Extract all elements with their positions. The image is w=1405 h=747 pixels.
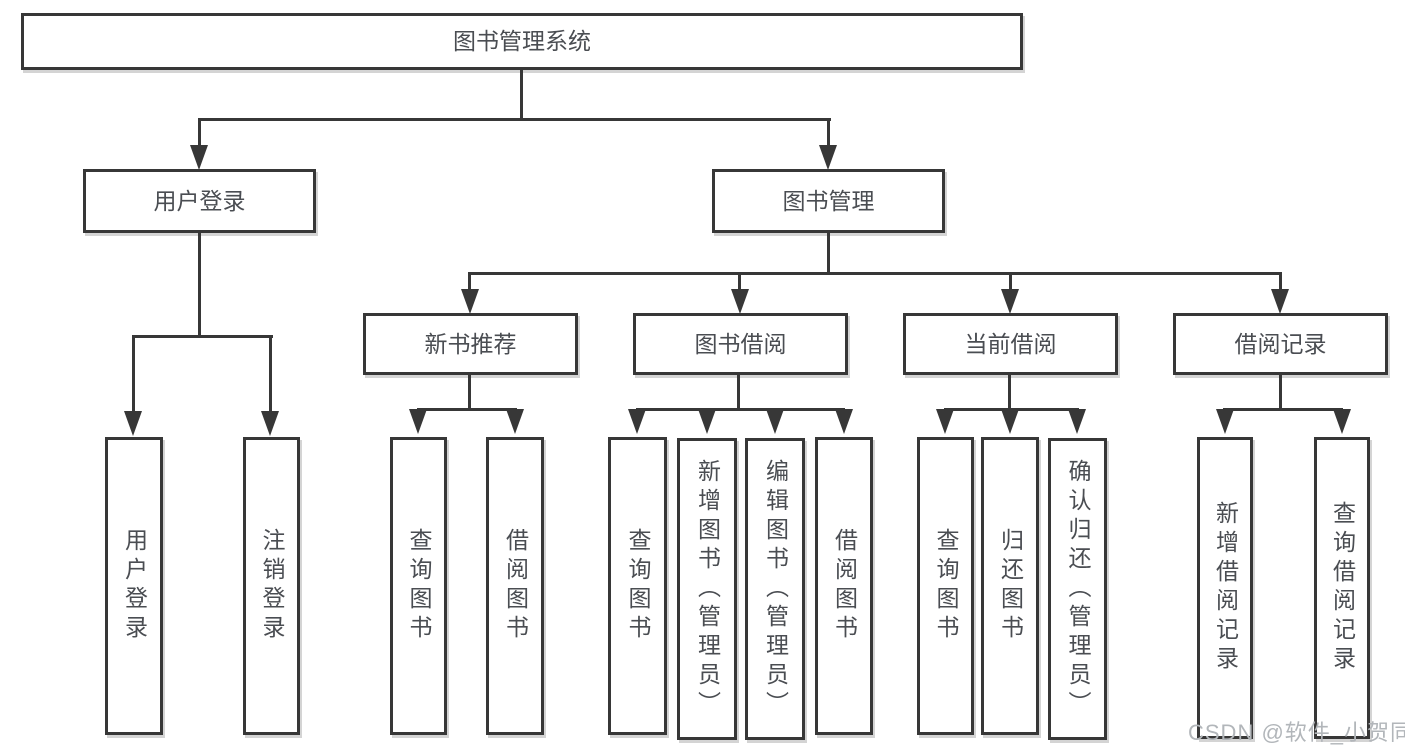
arrow-down-icon <box>1001 289 1019 314</box>
leaf-add-books-admin: 新增图书（管理员） <box>677 438 737 740</box>
connector-stem <box>738 272 741 292</box>
connector-stem <box>1008 375 1011 408</box>
leaf-query-books-current: 查询图书 <box>917 437 974 735</box>
node-label: 确认归还（管理员） <box>1065 458 1091 720</box>
arrow-down-icon <box>124 411 142 436</box>
arrow-down-icon <box>819 145 837 170</box>
arrow-down-icon <box>190 145 208 170</box>
leaf-borrow-books-recommend: 借阅图书 <box>486 437 544 735</box>
node-label: 新增借阅记录 <box>1212 501 1239 675</box>
node-label: 图书借阅 <box>694 330 787 357</box>
node-current-borrow: 当前借阅 <box>903 313 1118 375</box>
node-label: 查询借阅记录 <box>1329 501 1356 675</box>
connector-stem <box>737 375 740 408</box>
arrow-down-icon <box>1271 289 1289 314</box>
connector-stem <box>198 118 201 148</box>
node-label: 借阅图书 <box>502 528 529 644</box>
arrow-down-icon <box>1068 409 1086 434</box>
leaf-query-books-recommend: 查询图书 <box>390 437 447 735</box>
connector-root-stem <box>520 69 523 119</box>
node-label: 图书管理 <box>782 187 875 214</box>
connector-stem <box>269 335 272 413</box>
leaf-query-borrow-record: 查询借阅记录 <box>1314 437 1370 739</box>
leaf-add-borrow-record: 新增借阅记录 <box>1197 437 1253 739</box>
node-label: 查询图书 <box>933 528 959 644</box>
leaf-query-books-borrow: 查询图书 <box>608 437 667 735</box>
node-label: 借阅图书 <box>831 528 858 644</box>
arrow-down-icon <box>461 289 479 314</box>
connector-stem <box>1009 272 1012 292</box>
node-new-book-recommend: 新书推荐 <box>363 313 578 375</box>
arrow-down-icon <box>936 409 954 434</box>
connector-userlogin-stem <box>198 232 201 335</box>
leaf-user-login: 用户登录 <box>105 437 163 735</box>
connector-stem <box>468 375 471 408</box>
node-label: 借阅记录 <box>1234 330 1327 357</box>
connector-stem <box>468 272 471 292</box>
arrow-down-icon <box>1333 409 1351 434</box>
leaf-return-books: 归还图书 <box>981 437 1039 735</box>
leaf-confirm-return-admin: 确认归还（管理员） <box>1048 438 1107 740</box>
arrow-down-icon <box>1001 409 1019 434</box>
node-label: 图书管理系统 <box>453 28 591 54</box>
arrow-down-icon <box>628 409 646 434</box>
leaf-edit-books-admin: 编辑图书（管理员） <box>745 438 805 740</box>
leaf-borrow-books: 借阅图书 <box>815 437 873 735</box>
arrow-down-icon <box>835 409 853 434</box>
node-label: 新增图书（管理员） <box>694 458 721 720</box>
connector-level3-bar <box>468 272 1282 275</box>
arrow-down-icon <box>766 409 784 434</box>
node-label: 注销登录 <box>259 528 285 644</box>
node-book-borrow: 图书借阅 <box>633 313 848 375</box>
connector-bar <box>636 408 845 411</box>
node-user-login: 用户登录 <box>83 169 316 233</box>
connector-bar <box>1223 408 1343 411</box>
node-book-management: 图书管理 <box>712 169 945 233</box>
arrow-down-icon <box>409 409 427 434</box>
connector-stem <box>1279 272 1282 292</box>
arrow-down-icon <box>506 409 524 434</box>
connector-stem <box>1279 375 1282 408</box>
node-label: 用户登录 <box>121 528 148 644</box>
arrow-down-icon <box>261 411 279 436</box>
arrow-down-icon <box>698 409 716 434</box>
node-label: 编辑图书（管理员） <box>762 458 789 720</box>
node-label: 归还图书 <box>997 528 1024 644</box>
node-label: 当前借阅 <box>964 330 1057 357</box>
node-label: 查询图书 <box>406 528 432 644</box>
connector-level1-bar <box>198 118 831 121</box>
leaf-logout: 注销登录 <box>243 437 300 735</box>
node-root-library-system: 图书管理系统 <box>21 13 1023 70</box>
node-label: 查询图书 <box>625 528 651 644</box>
connector-bookmgmt-stem <box>827 232 830 274</box>
arrow-down-icon <box>1216 409 1234 434</box>
connector-userlogin-bar <box>132 335 273 338</box>
node-label: 用户登录 <box>153 187 246 214</box>
arrow-down-icon <box>731 289 749 314</box>
node-borrow-records: 借阅记录 <box>1173 313 1388 375</box>
node-label: 新书推荐 <box>424 330 517 357</box>
connector-bar <box>417 408 517 411</box>
connector-stem <box>827 118 830 148</box>
connector-stem <box>132 335 135 413</box>
csdn-watermark: CSDN @软件_小贺同学 <box>1188 720 1405 745</box>
